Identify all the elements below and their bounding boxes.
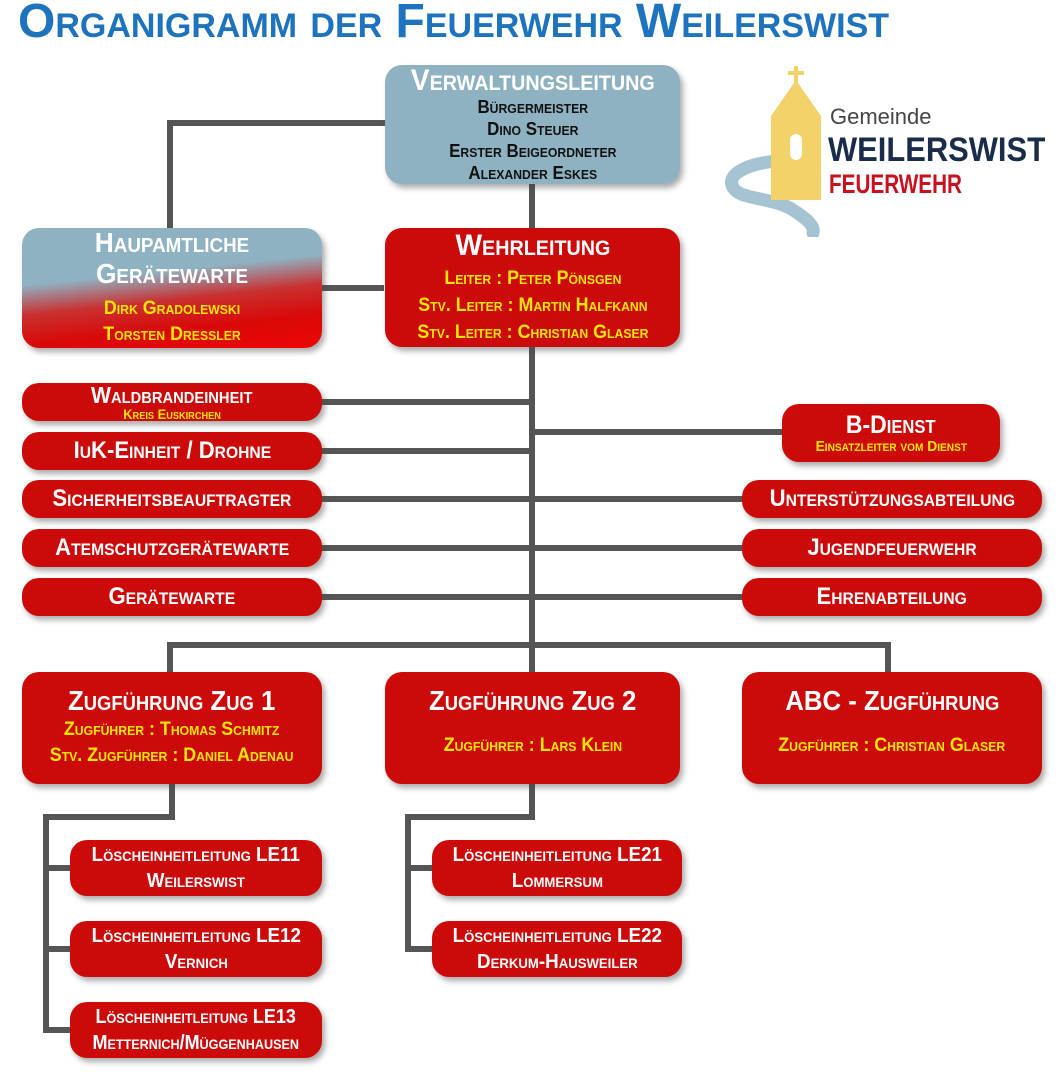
connector-line <box>167 120 173 230</box>
node-member: Stv. Leiter : Christian Glaser <box>416 321 649 343</box>
connector-line <box>320 399 532 405</box>
node-member: Stv. Leiter : Martin Halfkann <box>417 295 648 316</box>
node-title: Löscheinheitleitung LE22 <box>452 924 662 947</box>
node-title: Löscheinheitleitung LE12 <box>91 924 301 947</box>
node-title: B-Dienst <box>846 411 936 440</box>
connector-line <box>532 496 744 502</box>
logo-text-weilerswist: WEILERSWIST <box>828 131 1045 169</box>
connector-line <box>532 594 744 600</box>
node-member: Zugführer : Lars Klein <box>443 735 622 757</box>
connector-line <box>320 594 532 600</box>
node-member: Zugführer : Christian Glaser <box>778 735 1006 757</box>
org-node-ehrenabteilung: Ehrenabteilung <box>742 578 1042 616</box>
connector-line <box>43 814 49 1033</box>
river-icon <box>725 154 820 237</box>
node-subtitle: Kreis Euskirchen <box>123 405 221 422</box>
node-title: Waldbrandeinheit <box>91 381 253 408</box>
logo-text-gemeinde: Gemeinde <box>830 104 932 129</box>
connector-line <box>885 642 891 674</box>
org-node-iuk-einheit: IuK-Einheit / Drohne <box>22 432 322 470</box>
node-title: Zugführung Zug 2 <box>428 685 637 716</box>
connector-line <box>529 642 535 674</box>
org-node-le12: Löscheinheitleitung LE12 Vernich <box>70 921 322 977</box>
org-node-waldbrandeinheit: Waldbrandeinheit Kreis Euskirchen <box>22 383 322 421</box>
logo-text-feuerwehr: FEUERWEHR <box>829 169 962 199</box>
org-node-jugendfeuerwehr: Jugendfeuerwehr <box>742 529 1042 567</box>
municipality-logo: Gemeinde WEILERSWIST FEUERWEHR <box>725 66 1045 237</box>
connector-line <box>405 865 433 871</box>
node-title: Haupamtliche Gerätewarte <box>94 227 250 290</box>
node-title: Unterstützungsabteilung <box>769 485 1015 512</box>
node-subtitle: Weilerswist <box>146 870 246 892</box>
org-node-unterstuetzungsabteilung: Unterstützungsabteilung <box>742 480 1042 518</box>
node-title: Gerätewarte <box>108 583 236 610</box>
org-node-b-dienst: B-Dienst Einsatzleiter vom Dienst <box>782 404 1000 462</box>
connector-line <box>405 814 535 820</box>
node-member: Dino Steuer <box>486 119 579 140</box>
node-title: Sicherheitsbeauftragter <box>52 485 292 512</box>
node-member: Leiter : Peter Pönsgen <box>443 268 622 290</box>
node-subtitle: Derkum-Hausweiler <box>476 951 638 973</box>
node-title: Ehrenabteilung <box>816 583 968 610</box>
node-title: Atemschutzgerätewarte <box>54 534 290 561</box>
connector-line <box>532 429 784 435</box>
connector-line <box>43 814 175 820</box>
node-member: Torsten Dressler <box>103 324 241 346</box>
connector-line <box>169 784 175 817</box>
org-node-verwaltungsleitung: Verwaltungsleitung Bürgermeister Dino St… <box>385 63 680 184</box>
org-node-geraetewarte: Gerätewarte <box>22 578 322 616</box>
connector-line <box>529 183 535 229</box>
node-member: Alexander Eskes <box>468 163 597 184</box>
connector-line <box>529 784 535 817</box>
connector-line <box>320 496 532 502</box>
node-member: Stv. Zugführer : Daniel Adenau <box>50 745 294 767</box>
org-node-le13: Löscheinheitleitung LE13 Metternich/Mügg… <box>70 1002 322 1058</box>
page-title: Organigramm der Feuerwehr Weilerswist <box>18 0 890 48</box>
org-node-zugfuehrung-zug2: Zugführung Zug 2 Zugführer : Lars Klein <box>385 672 680 784</box>
node-member: Dirk Gradolewski <box>103 297 241 319</box>
org-node-abc-zugfuehrung: ABC - Zugführung Zugführer : Christian G… <box>742 672 1042 784</box>
node-member: Zugführer : Thomas Schmitz <box>64 718 280 740</box>
org-node-hauptamtliche-geraetewarte: Haupamtliche Gerätewarte Dirk Gradolewsk… <box>22 227 322 348</box>
connector-line <box>405 946 433 952</box>
connector-line <box>43 1027 71 1033</box>
connector-line <box>170 120 385 126</box>
church-tower-icon <box>771 66 821 200</box>
node-title: Löscheinheitleitung LE21 <box>452 843 662 866</box>
node-title: Verwaltungsleitung <box>410 63 655 97</box>
node-title: ABC - Zugführung <box>784 685 1000 716</box>
connector-line <box>405 814 411 952</box>
node-title: Jugendfeuerwehr <box>807 534 977 561</box>
connector-line <box>167 642 173 674</box>
node-subtitle: Lommersum <box>511 870 603 892</box>
org-node-le22: Löscheinheitleitung LE22 Derkum-Hausweil… <box>432 921 682 977</box>
node-member: Erster Beigeordneter <box>448 141 617 162</box>
connector-line <box>43 946 71 952</box>
node-subtitle: Metternich/Müggenhausen <box>92 1032 300 1054</box>
node-subtitle: Vernich <box>164 951 228 973</box>
node-title: IuK-Einheit / Drohne <box>73 437 271 464</box>
node-title: Wehrleitung <box>455 228 610 262</box>
org-node-wehrleitung: Wehrleitung Leiter : Peter Pönsgen Stv. … <box>385 228 680 347</box>
connector-line <box>43 865 71 871</box>
node-title: Zugführung Zug 1 <box>68 685 276 716</box>
org-node-le11: Löscheinheitleitung LE11 Weilerswist <box>70 840 322 896</box>
connector-line <box>322 285 384 291</box>
node-subtitle: Einsatzleiter vom Dienst <box>815 437 967 455</box>
org-node-le21: Löscheinheitleitung LE21 Lommersum <box>432 840 682 896</box>
connector-line <box>320 448 532 454</box>
node-title: Löscheinheitleitung LE11 <box>91 843 301 866</box>
org-node-zugfuehrung-zug1: Zugführung Zug 1 Zugführer : Thomas Schm… <box>22 672 322 784</box>
connector-line <box>320 545 532 551</box>
org-node-sicherheitsbeauftragter: Sicherheitsbeauftragter <box>22 480 322 518</box>
node-member: Bürgermeister <box>477 97 588 118</box>
connector-line <box>532 545 744 551</box>
node-title: Löscheinheitleitung LE13 <box>95 1005 297 1028</box>
org-node-atemschutzgeraetewarte: Atemschutzgerätewarte <box>22 529 322 567</box>
